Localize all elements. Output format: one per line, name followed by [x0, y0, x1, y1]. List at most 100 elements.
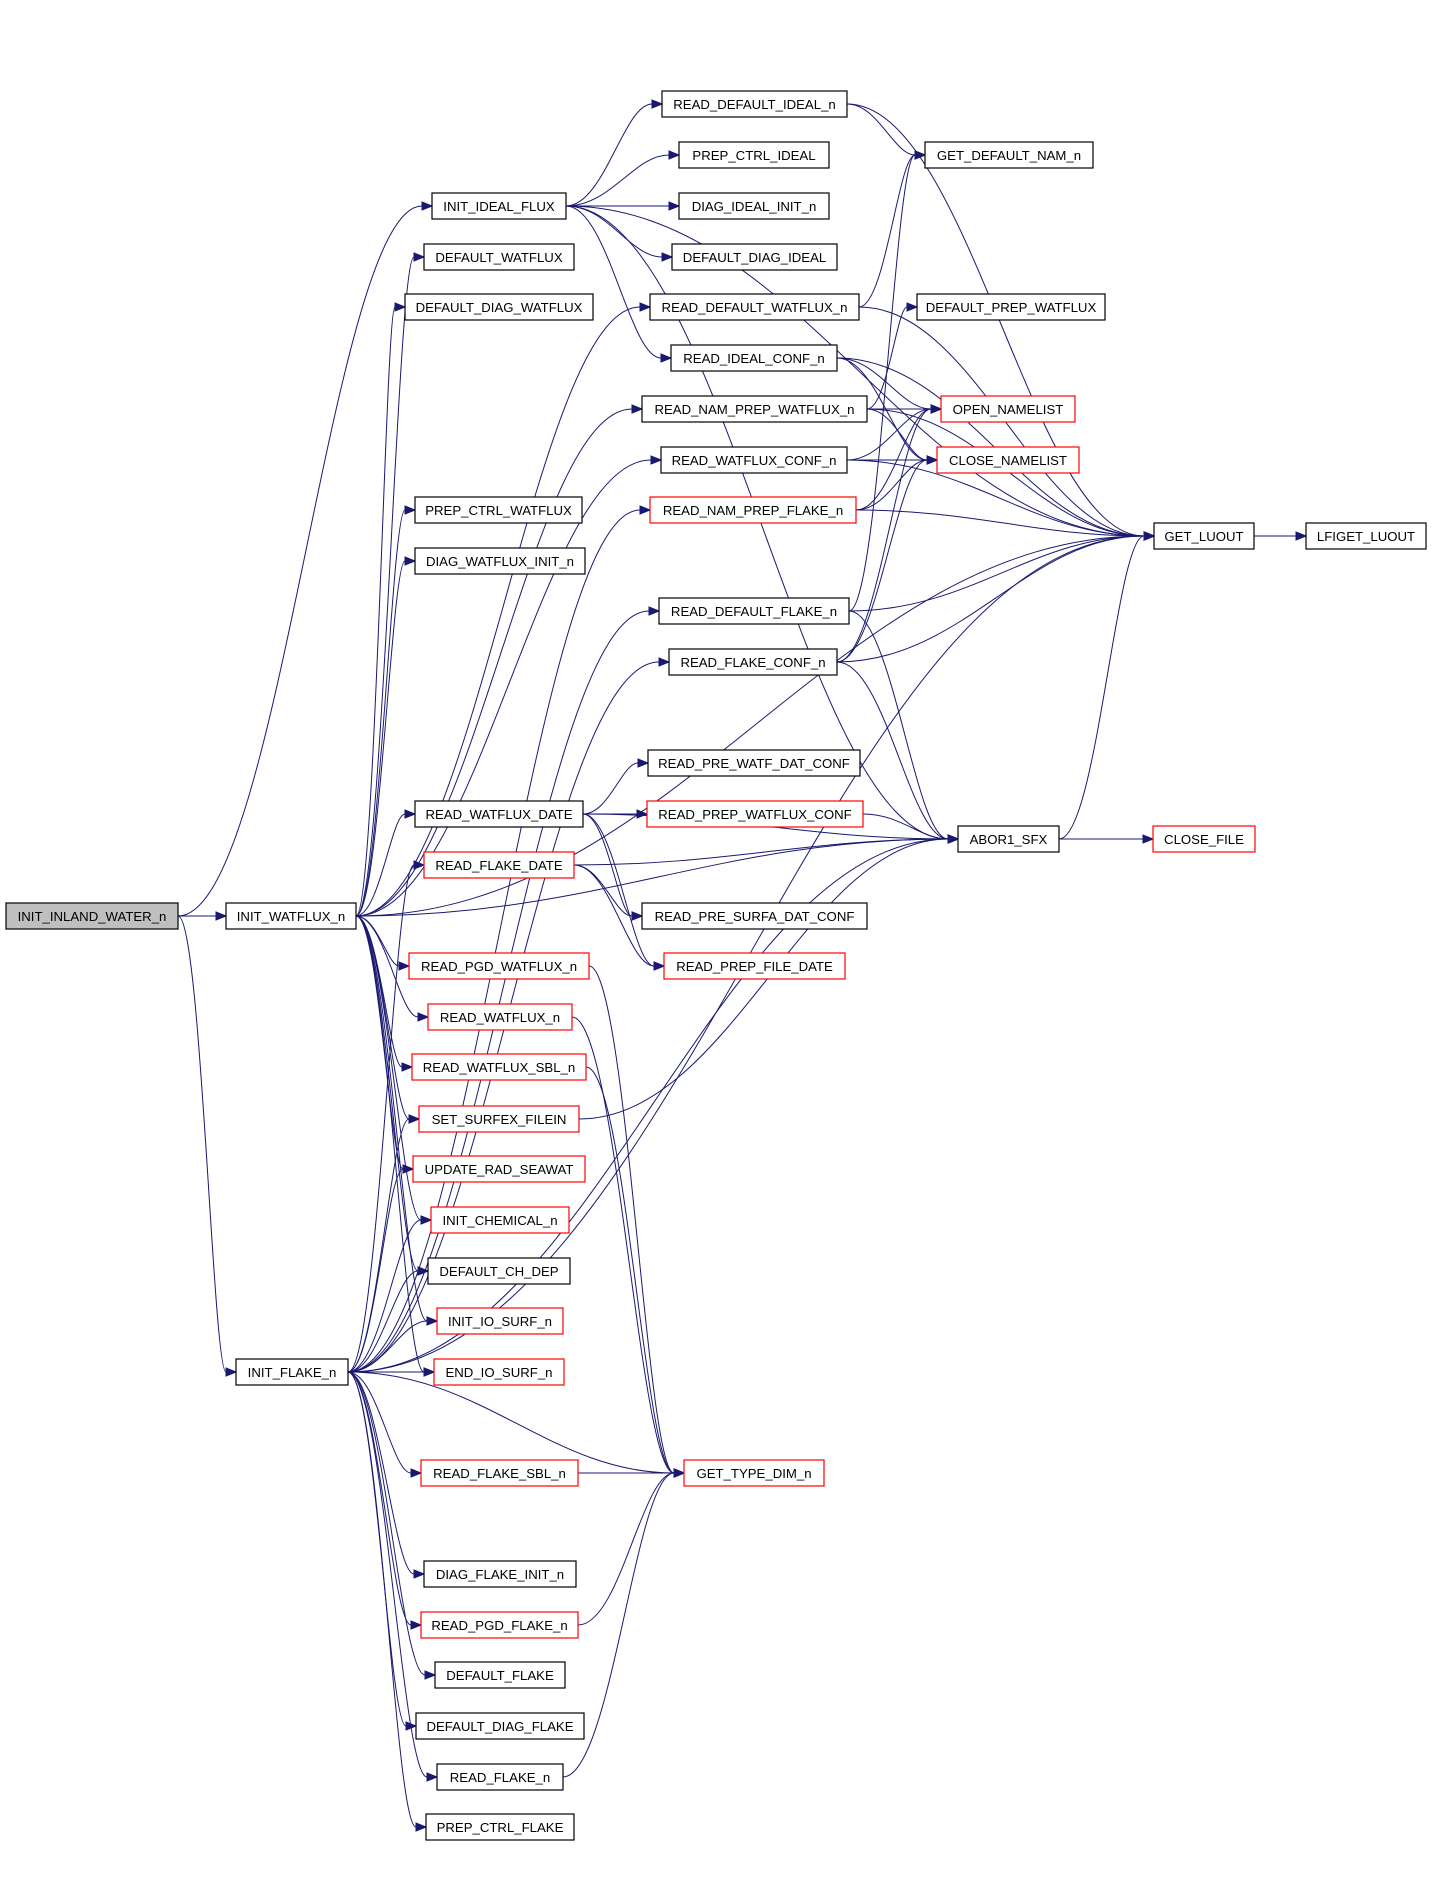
node-lfiget-luout[interactable]: LFIGET_LUOUT — [1305, 522, 1427, 550]
node-get-type-dim-n[interactable]: GET_TYPE_DIM_n — [683, 1459, 825, 1487]
node-init-watflux-n[interactable]: INIT_WATFLUX_n — [225, 902, 357, 930]
arrowhead-icon — [402, 1164, 415, 1174]
node-end-io-surf-n[interactable]: END_IO_SURF_n — [433, 1358, 565, 1386]
node-read-watflux-conf-n[interactable]: READ_WATFLUX_CONF_n — [660, 446, 848, 474]
node-read-prep-file-date[interactable]: READ_PREP_FILE_DATE — [663, 952, 846, 980]
node-read-watflux-date[interactable]: READ_WATFLUX_DATE — [414, 800, 584, 828]
arrowhead-icon — [650, 455, 663, 465]
edge-line — [848, 154, 916, 612]
edge-read-nam-prep-watflux-n-to-default-prep-watflux — [866, 302, 919, 410]
node-read-nam-prep-flake-n[interactable]: READ_NAM_PREP_FLAKE_n — [649, 496, 857, 524]
node-default-prep-watflux[interactable]: DEFAULT_PREP_WATFLUX — [916, 293, 1106, 321]
node-default-watflux[interactable]: DEFAULT_WATFLUX — [423, 243, 575, 271]
edge-init-flake-n-to-read-flake-n — [347, 1371, 439, 1782]
edge-init-watflux-n-to-read-watflux-n — [355, 915, 430, 1022]
node-read-default-flake-n[interactable]: READ_DEFAULT_FLAKE_n — [658, 597, 850, 625]
edge-line — [347, 1371, 415, 1575]
node-prep-ctrl-watflux[interactable]: PREP_CTRL_WATFLUX — [414, 496, 583, 524]
arrowhead-icon — [421, 201, 434, 211]
node-default-diag-ideal[interactable]: DEFAULT_DIAG_IDEAL — [671, 243, 838, 271]
arrowhead-icon — [637, 758, 650, 768]
node-init-ideal-flux[interactable]: INIT_IDEAL_FLUX — [431, 192, 567, 220]
node-label: INIT_INLAND_WATER_n — [18, 909, 167, 924]
arrowhead-icon — [394, 302, 407, 312]
arrowhead-icon — [1295, 531, 1308, 541]
node-prep-ctrl-ideal[interactable]: PREP_CTRL_IDEAL — [678, 141, 830, 169]
edge-line — [565, 154, 670, 207]
node-read-flake-n[interactable]: READ_FLAKE_n — [436, 1763, 564, 1791]
node-box — [430, 1206, 570, 1234]
node-update-rad-seawat[interactable]: UPDATE_RAD_SEAWAT — [412, 1155, 586, 1183]
node-read-ideal-conf-n[interactable]: READ_IDEAL_CONF_n — [670, 344, 838, 372]
node-label: PREP_CTRL_WATFLUX — [425, 503, 572, 518]
edge-read-pgd-watflux-n-to-get-type-dim-n — [588, 965, 686, 1478]
node-abor1-sfx[interactable]: ABOR1_SFX — [957, 825, 1060, 853]
arrowhead-icon — [426, 1772, 439, 1782]
node-read-watflux-sbl-n[interactable]: READ_WATFLUX_SBL_n — [411, 1053, 587, 1081]
node-label: READ_FLAKE_DATE — [435, 858, 562, 873]
node-diag-watflux-init-n[interactable]: DIAG_WATFLUX_INIT_n — [414, 547, 586, 575]
node-default-diag-watflux[interactable]: DEFAULT_DIAG_WATFLUX — [404, 293, 594, 321]
edge-line — [562, 1472, 675, 1778]
arrowhead-icon — [668, 150, 681, 160]
edge-init-flake-n-to-read-flake-sbl-n — [347, 1371, 423, 1478]
edge-line — [347, 1371, 407, 1727]
edge-line — [855, 459, 928, 511]
node-close-namelist[interactable]: CLOSE_NAMELIST — [936, 446, 1080, 474]
node-read-nam-prep-watflux-n[interactable]: READ_NAM_PREP_WATFLUX_n — [641, 395, 868, 423]
arrowhead-icon — [413, 860, 426, 870]
edge-line — [573, 864, 655, 967]
node-label: GET_DEFAULT_NAM_n — [937, 148, 1081, 163]
node-box — [646, 800, 864, 828]
node-set-surfex-filein[interactable]: SET_SURFEX_FILEIN — [418, 1105, 580, 1133]
edge-init-watflux-n-to-diag-watflux-init-n — [355, 556, 417, 917]
node-diag-ideal-init-n[interactable]: DIAG_IDEAL_INIT_n — [678, 192, 830, 220]
edge-line — [565, 103, 653, 207]
node-default-ch-dep[interactable]: DEFAULT_CH_DEP — [427, 1257, 571, 1285]
node-read-flake-conf-n[interactable]: READ_FLAKE_CONF_n — [668, 648, 838, 676]
node-prep-ctrl-flake[interactable]: PREP_CTRL_FLAKE — [425, 1813, 575, 1841]
arrowhead-icon — [668, 201, 681, 211]
node-box — [936, 446, 1080, 474]
node-read-watflux-n[interactable]: READ_WATFLUX_n — [427, 1003, 573, 1031]
node-read-flake-date[interactable]: READ_FLAKE_DATE — [423, 851, 575, 879]
node-read-prep-watflux-conf[interactable]: READ_PREP_WATFLUX_CONF — [646, 800, 864, 828]
edge-line — [565, 205, 662, 359]
node-close-file[interactable]: CLOSE_FILE — [1152, 825, 1256, 853]
node-label: READ_PRE_SURFA_DAT_CONF — [655, 909, 855, 924]
node-label: READ_WATFLUX_DATE — [425, 807, 572, 822]
node-init-inland-water-n[interactable]: INIT_INLAND_WATER_n — [5, 902, 179, 930]
edge-init-watflux-n-to-default-watflux — [355, 252, 426, 917]
node-label: READ_WATFLUX_CONF_n — [672, 453, 837, 468]
edge-line — [177, 915, 227, 1373]
node-init-flake-n[interactable]: INIT_FLAKE_n — [235, 1358, 349, 1386]
node-read-pre-watf-dat-conf[interactable]: READ_PRE_WATF_DAT_CONF — [647, 749, 861, 777]
node-get-default-nam-n[interactable]: GET_DEFAULT_NAM_n — [924, 141, 1094, 169]
arrowhead-icon — [423, 1367, 436, 1377]
node-diag-flake-init-n[interactable]: DIAG_FLAKE_INIT_n — [423, 1560, 577, 1588]
node-label: DEFAULT_DIAG_IDEAL — [683, 250, 826, 265]
node-open-namelist[interactable]: OPEN_NAMELIST — [940, 395, 1076, 423]
node-label: READ_IDEAL_CONF_n — [683, 351, 824, 366]
node-label: GET_LUOUT — [1164, 529, 1243, 544]
edge-line — [848, 610, 949, 840]
arrowhead-icon — [914, 150, 927, 160]
edge-init-flake-n-to-read-flake-date — [347, 860, 426, 1373]
node-read-pgd-watflux-n[interactable]: READ_PGD_WATFLUX_n — [408, 952, 590, 980]
node-read-default-watflux-n[interactable]: READ_DEFAULT_WATFLUX_n — [649, 293, 860, 321]
node-read-default-ideal-n[interactable]: READ_DEFAULT_IDEAL_n — [661, 90, 848, 118]
node-box — [425, 1813, 575, 1841]
node-read-pgd-flake-n[interactable]: READ_PGD_FLAKE_n — [420, 1611, 579, 1639]
node-box — [1305, 522, 1427, 550]
node-default-flake[interactable]: DEFAULT_FLAKE — [434, 1661, 566, 1689]
arrowhead-icon — [636, 809, 649, 819]
node-read-pre-surfa-dat-conf[interactable]: READ_PRE_SURFA_DAT_CONF — [641, 902, 868, 930]
node-init-io-surf-n[interactable]: INIT_IO_SURF_n — [436, 1307, 564, 1335]
arrowhead-icon — [660, 353, 673, 363]
node-default-diag-flake[interactable]: DEFAULT_DIAG_FLAKE — [415, 1712, 585, 1740]
node-get-luout[interactable]: GET_LUOUT — [1153, 522, 1255, 550]
node-init-chemical-n[interactable]: INIT_CHEMICAL_n — [430, 1206, 570, 1234]
edge-line — [347, 509, 641, 1373]
node-read-flake-sbl-n[interactable]: READ_FLAKE_SBL_n — [420, 1459, 579, 1487]
node-box — [408, 952, 590, 980]
